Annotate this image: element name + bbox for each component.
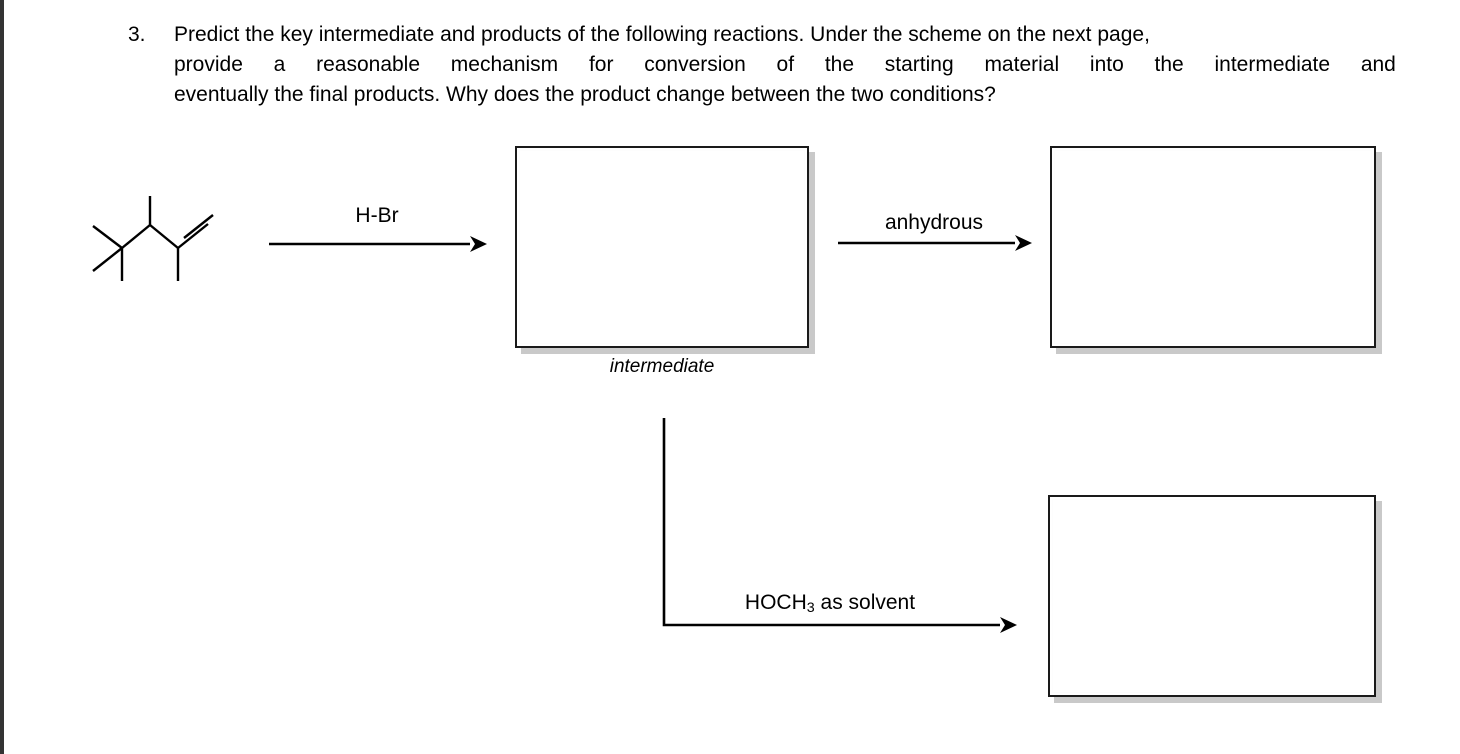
q2-w13: and — [1360, 53, 1396, 76]
q2-w8: starting — [884, 53, 954, 76]
reagent-label-hbr: H-Br — [355, 204, 399, 227]
question-text: Predict the key intermediate and product… — [174, 20, 1396, 110]
question-row: 3. Predict the key intermediate and prod… — [128, 20, 1396, 110]
question-number: 3. — [128, 23, 146, 46]
q2-w0: provide — [174, 53, 243, 76]
bond-c3-c4 — [149, 224, 179, 249]
q2-w2: reasonable — [316, 53, 421, 76]
q2-w1: a — [273, 53, 286, 76]
reagent-label-anhydrous: anhydrous — [884, 211, 984, 234]
starting-material-structure — [92, 196, 214, 281]
q2-w12: intermediate — [1214, 53, 1331, 76]
q2-w5: conversion — [644, 53, 746, 76]
methanol-product-answer-box[interactable] — [1048, 495, 1376, 697]
question-line-2: provide a reasonable mechanism for conve… — [174, 50, 1396, 80]
bond-c2-methyl-upleft — [92, 225, 123, 249]
reagent-label-methanol-solvent: HOCH3 as solvent — [680, 591, 980, 620]
question-line-1: Predict the key intermediate and product… — [174, 23, 1150, 46]
hoch3-suffix: as solvent — [814, 591, 916, 614]
hoch3-prefix: HOCH — [744, 591, 807, 614]
q2-w6: of — [776, 53, 795, 76]
question-block: 3. Predict the key intermediate and prod… — [128, 20, 1396, 110]
q2-w3: mechanism — [450, 53, 559, 76]
q2-w10: into — [1089, 53, 1124, 76]
q2-w11: the — [1154, 53, 1184, 76]
arrow-hbr-head — [470, 236, 487, 252]
bond-c2-methyl-downleft — [92, 247, 123, 272]
page-edge-strip — [0, 0, 4, 754]
bond-c4-c5-double-inner — [177, 223, 209, 249]
bond-c2-c3 — [121, 224, 151, 249]
arrow-anhydrous — [838, 235, 1032, 251]
arrow-hbr — [269, 236, 487, 252]
q2-w4: for — [588, 53, 614, 76]
arrow-anhydrous-head — [1015, 235, 1032, 251]
q2-w7: the — [824, 53, 855, 76]
intermediate-answer-box[interactable] — [515, 146, 809, 348]
question-line-3: eventually the final products. Why does … — [174, 83, 996, 106]
q2-w9: material — [984, 53, 1060, 76]
anhydrous-product-answer-box[interactable] — [1050, 146, 1376, 348]
bond-c4-c5-double-outer — [183, 214, 214, 239]
hoch3-subscript: 3 — [806, 600, 815, 617]
intermediate-caption: intermediate — [609, 356, 715, 377]
arrow-methanol-head — [1000, 617, 1017, 633]
